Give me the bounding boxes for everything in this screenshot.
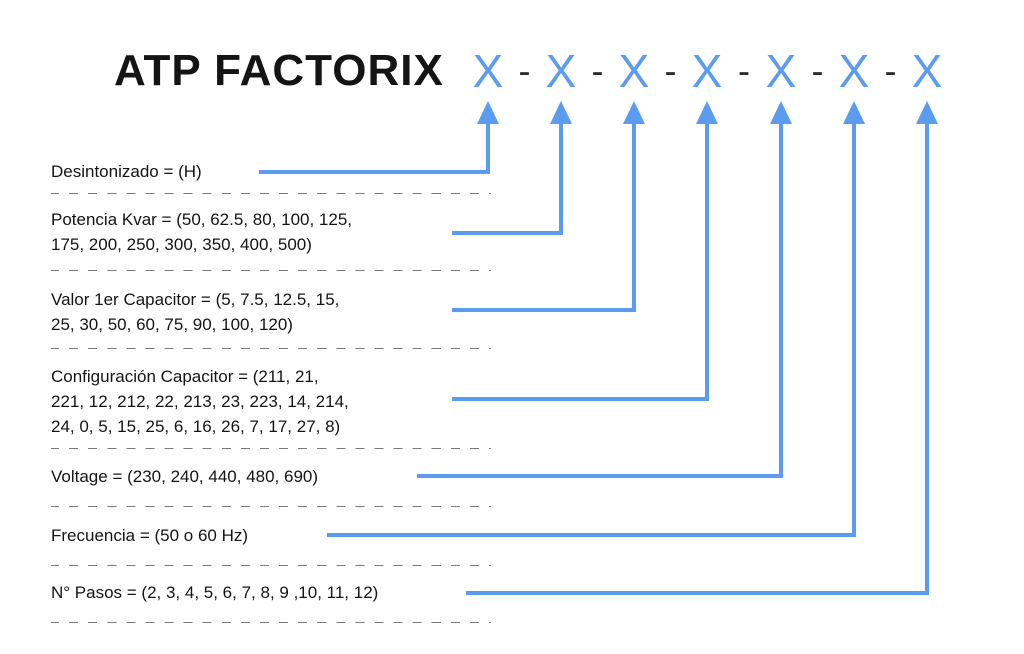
code-placeholder-5: X	[765, 45, 797, 97]
arrowhead-icon	[623, 101, 645, 124]
label-valor-1er-capacitor: Valor 1er Capacitor = (5, 7.5, 12.5, 15,…	[51, 290, 340, 334]
arrowhead-icon	[550, 101, 572, 124]
connector-line-1	[259, 120, 490, 174]
code-placeholder-4: X	[691, 45, 723, 97]
separator-line	[51, 506, 491, 507]
connector-line-5	[417, 120, 783, 478]
code-separator: -	[884, 50, 897, 91]
code-separator: -	[738, 50, 750, 91]
code-separator: -	[518, 50, 531, 91]
arrowhead-icon	[477, 101, 499, 124]
arrowhead-icon	[916, 101, 938, 124]
code-placeholder-7: X	[911, 45, 943, 97]
label-frecuencia: Frecuencia = (50 o 60 Hz)	[51, 526, 249, 545]
connector-line-6	[327, 120, 856, 537]
arrowhead-icon	[696, 101, 718, 124]
connector-line-2	[452, 120, 563, 235]
separator-line	[51, 270, 491, 271]
label-potencia-kvar: Potencia Kvar = (50, 62.5, 80, 100, 125,…	[51, 210, 353, 254]
connector-line-3	[452, 120, 636, 312]
separator-line	[51, 565, 491, 566]
separator-line	[51, 448, 491, 449]
code-separator: -	[591, 50, 604, 91]
arrowhead-icon	[843, 101, 865, 124]
code-separator: -	[811, 50, 824, 91]
arrowhead-icon	[770, 101, 792, 124]
label-desintonizado: Desintonizado = (H)	[51, 162, 202, 181]
code-placeholder-3: X	[618, 45, 650, 97]
code-placeholder-6: X	[838, 45, 870, 97]
separator-line	[51, 193, 491, 194]
label-n-pasos: N° Pasos = (2, 3, 4, 5, 6, 7, 8, 9 ,10, …	[51, 583, 379, 602]
code-placeholder-2: X	[545, 45, 577, 97]
product-title: ATP FACTORIX	[114, 46, 444, 95]
separator-line	[51, 622, 491, 623]
label-configuracion-capacitor: Configuración Capacitor = (211, 21, 221,…	[51, 367, 349, 436]
connector-line-4	[452, 120, 709, 401]
code-placeholder-1: X	[472, 45, 504, 97]
separator-line	[51, 348, 491, 349]
connector-line-7	[466, 120, 929, 595]
label-voltage: Voltage = (230, 240, 440, 480, 690)	[51, 467, 319, 486]
code-separator: -	[664, 50, 677, 91]
